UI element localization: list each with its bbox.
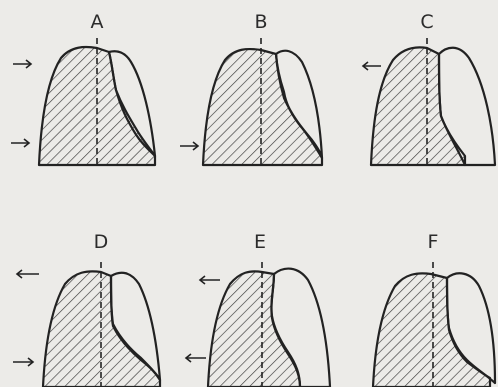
panel-a-hatched-region — [39, 47, 155, 165]
panel-a-label: A — [91, 11, 104, 33]
panel-b: B — [180, 11, 322, 168]
panel-e-upper-arrow — [200, 276, 220, 284]
panel-d-upper-arrow — [17, 270, 39, 278]
panel-d: D — [13, 231, 160, 387]
panel-a-lower-arrow — [11, 139, 29, 147]
panel-c-upper-arrow — [363, 62, 381, 70]
panel-c-hatched-region — [371, 47, 465, 165]
panel-a-upper-arrow — [13, 60, 31, 68]
panel-b-label: B — [254, 11, 267, 33]
panel-e-hatched-region — [208, 271, 300, 387]
panel-c: C — [363, 11, 495, 168]
panel-d-label: D — [94, 231, 109, 253]
panel-d-hatched-region — [43, 271, 160, 387]
panel-e-label: E — [254, 231, 266, 253]
panel-d-lower-arrow — [13, 358, 33, 366]
panel-f: F — [373, 231, 495, 387]
panel-f-label: F — [428, 231, 439, 253]
panel-a: A — [11, 11, 155, 168]
panel-b-lower-arrow — [180, 142, 198, 150]
panel-e-lower-arrow — [186, 354, 206, 362]
panel-e: E — [186, 231, 330, 387]
panel-f-hatched-region — [373, 273, 490, 387]
panel-c-label: C — [420, 11, 433, 33]
